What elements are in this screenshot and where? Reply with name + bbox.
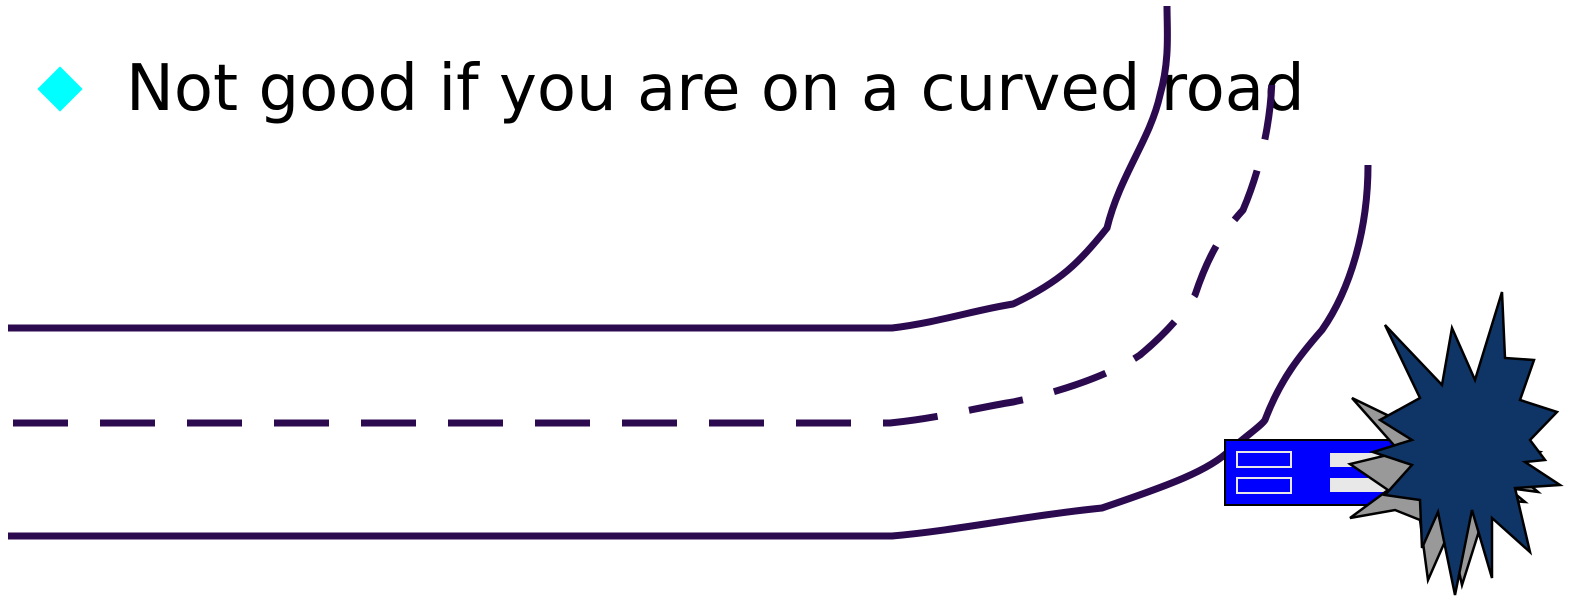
road-edge-bottom — [8, 165, 1368, 536]
road-centerline — [13, 72, 1272, 423]
road-edge-top — [8, 6, 1167, 328]
